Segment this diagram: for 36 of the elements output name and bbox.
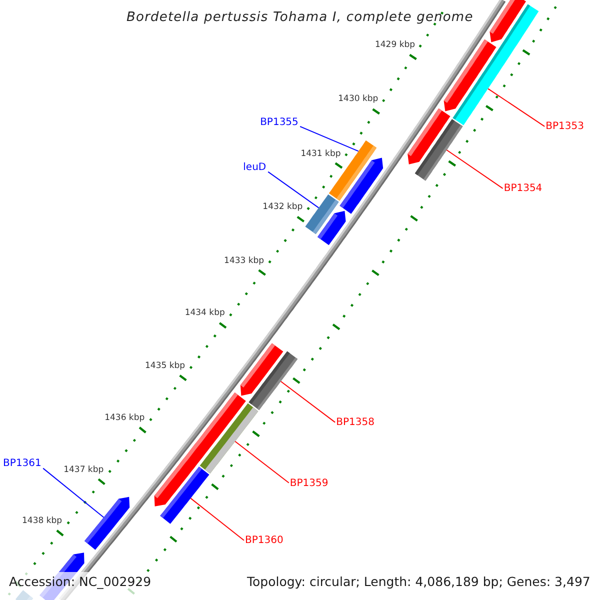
scale-label: 1435 kbp [145,362,186,372]
gene-label: BP1354 [504,183,542,195]
leader-line [446,150,504,189]
gene-label: BP1355 [260,116,298,128]
scale-label: 1434 kbp [184,309,225,320]
leader-line [280,380,336,423]
scale-label: 1436 kbp [104,414,145,424]
gene-segment [200,403,258,474]
gene-label: BP1360 [245,535,284,547]
leader-line [300,126,359,152]
accession-text: Accession: NC_002929 [9,575,152,590]
gene-segment [84,496,130,550]
leader-line [42,468,104,518]
leader-line [488,88,546,127]
genome-summary-text: Topology: circular; Length: 4,086,189 bp; Genes: 3,497 [247,575,590,590]
gene-segment [160,466,210,524]
gene-segment [444,39,496,112]
scale-label: 1438 kbp [22,516,62,527]
gene-segment [340,158,384,214]
scale-label: 1429 kbp [374,40,416,51]
gene-label: leuD [243,162,266,174]
leader-line [268,171,320,208]
leader-line [234,440,290,484]
gene-segment [248,351,298,410]
gene-label: BP1359 [290,478,328,490]
gene-segment [414,119,463,181]
gene-segment [318,210,346,246]
gene-label: BP1353 [546,121,584,133]
scale-label: 1431 kbp [300,150,341,160]
scale-label: 1430 kbp [338,95,378,106]
gene-label: BP1361 [3,458,42,470]
map-title: Bordetella pertussis Tohama I, complete genome [126,10,474,26]
scale-label: 1437 kbp [64,466,104,476]
gene-label: BP1358 [336,417,374,429]
scale-label: 1433 kbp [224,256,264,266]
scale-label: 1432 kbp [262,203,303,213]
